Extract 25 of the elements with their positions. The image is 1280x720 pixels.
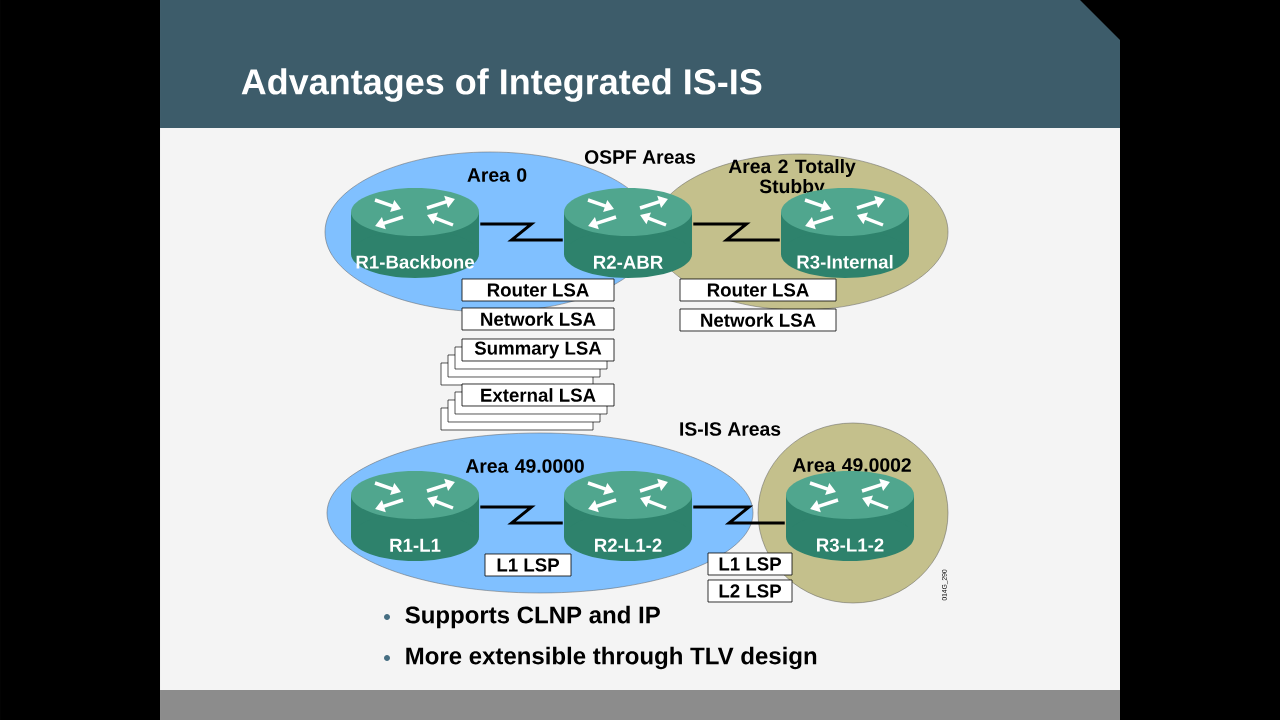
lsa-box: Network LSA xyxy=(679,308,837,332)
title: Advantages of Integrated IS-IS xyxy=(241,68,762,102)
bullet-text: Supports CLNP and IP xyxy=(405,605,660,629)
stacked-lsa-box: External LSA xyxy=(440,383,615,431)
serial-link xyxy=(480,222,563,242)
serial-link xyxy=(480,505,563,525)
area-label: Area 49.0002 xyxy=(792,458,911,472)
lsa-box: Router LSA xyxy=(461,278,615,302)
section-label: OSPF Areas xyxy=(584,150,696,164)
area-label: Area 0 xyxy=(467,168,527,182)
serial-link xyxy=(693,505,785,525)
router: R1-Backbone xyxy=(351,188,479,278)
lsa-box: Network LSA xyxy=(461,307,615,331)
serial-link xyxy=(693,222,780,242)
area-label: Area 49.0000 xyxy=(465,459,584,473)
section-label: IS-IS Areas xyxy=(680,422,781,436)
lsa-box: L1 LSP xyxy=(707,552,793,576)
lsa-box: Router LSA xyxy=(679,278,837,302)
bullet-text: More extensible through TLV design xyxy=(406,646,817,670)
lsa-box: L1 LSP xyxy=(484,553,572,577)
stacked-lsa-box: Summary LSA xyxy=(440,338,615,386)
router: R3-L1-2 xyxy=(786,471,914,561)
lsa-box: L2 LSP xyxy=(707,579,793,603)
router: R2-ABR xyxy=(564,188,692,278)
node-label: External LSA xyxy=(481,388,596,402)
